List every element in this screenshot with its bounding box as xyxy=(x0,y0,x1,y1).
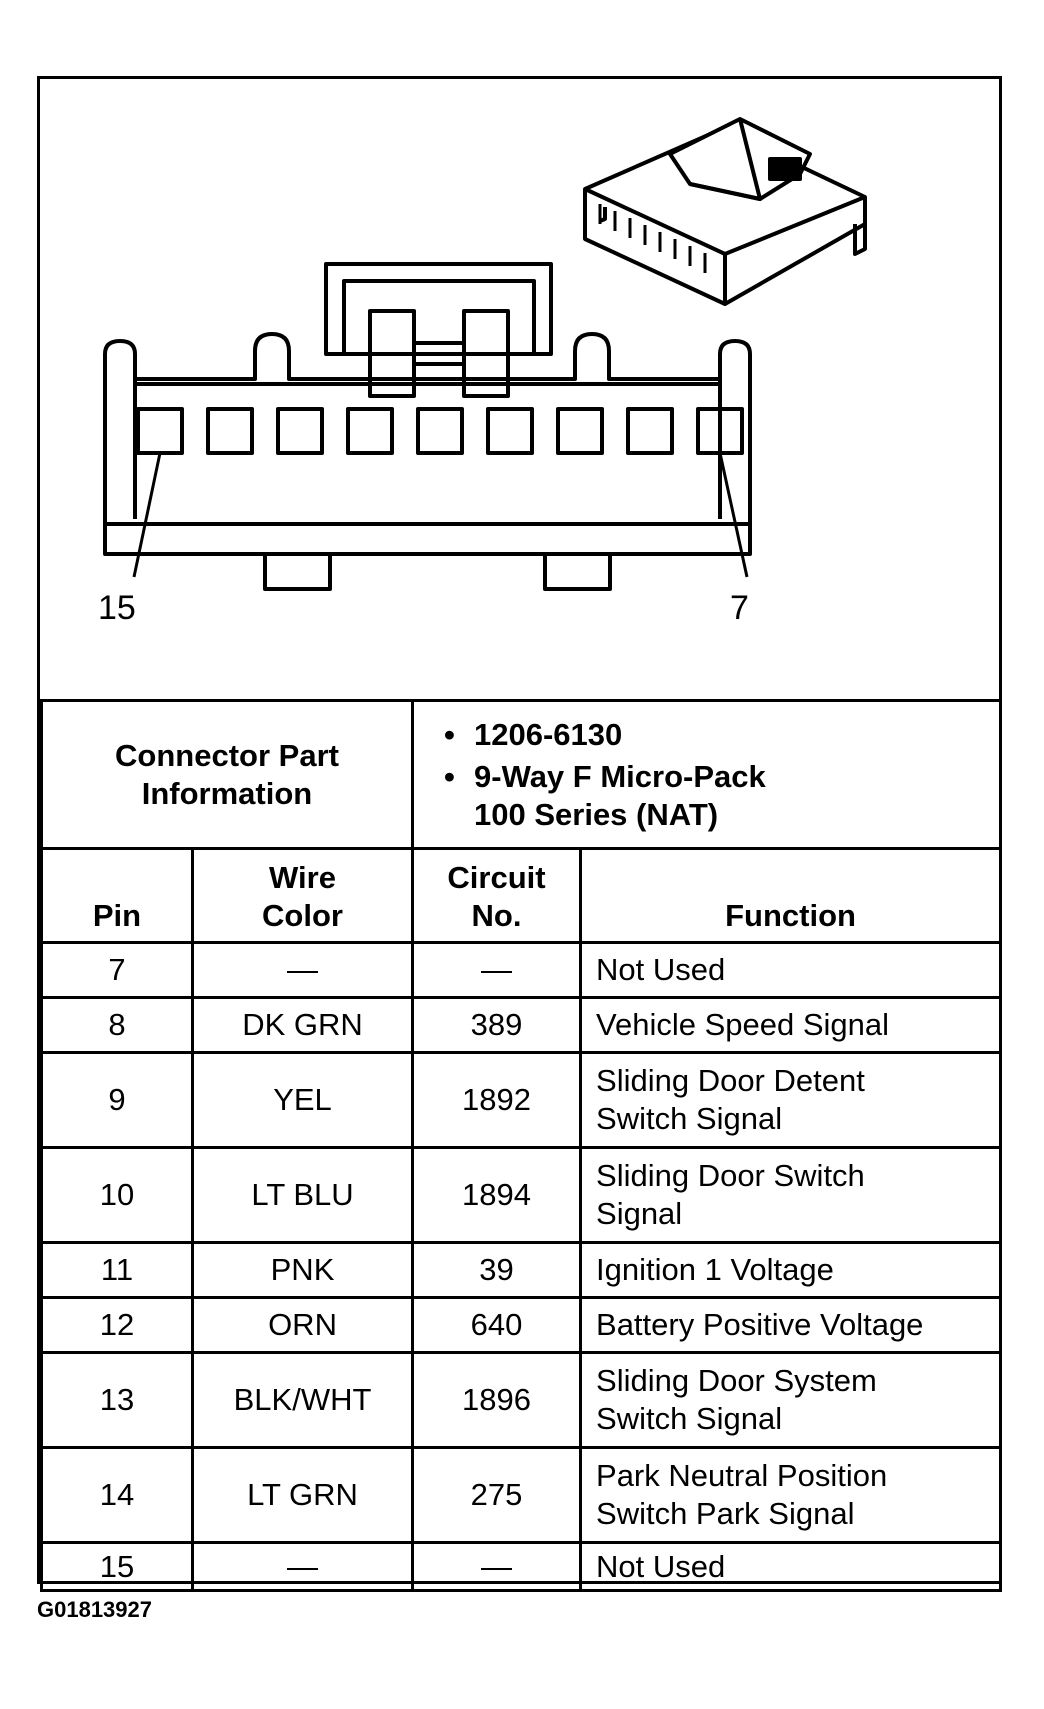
header-pin: Pin xyxy=(40,847,194,944)
cell-function: Not Used xyxy=(579,1541,1003,1592)
cell-circuit: 640 xyxy=(411,1296,583,1354)
connector-body xyxy=(103,332,752,556)
cell-pin: 9 xyxy=(40,1051,194,1149)
table-row: 11 PNK 39 Ignition 1 Voltage xyxy=(40,1241,1003,1299)
cell-pin: 10 xyxy=(40,1146,194,1244)
table-row: 8 DK GRN 389 Vehicle Speed Signal xyxy=(40,996,1003,1054)
connector-info-row: Connector Part Information 1206-6130 9-W… xyxy=(39,699,1003,850)
connector-drawing: 15 7 xyxy=(98,117,867,627)
cell-wire-color: — xyxy=(190,941,415,999)
cell-wire-color: — xyxy=(190,1541,415,1592)
figure-code: G01813927 xyxy=(37,1597,152,1622)
cell-pin: 11 xyxy=(40,1241,194,1299)
cell-circuit: 1894 xyxy=(411,1146,583,1244)
table-row: 12 ORN 640 Battery Positive Voltage xyxy=(40,1296,1003,1354)
cell-pin: 14 xyxy=(40,1446,194,1544)
cell-function: Vehicle Speed Signal xyxy=(579,996,1003,1054)
pin-label-15: 15 xyxy=(98,589,136,627)
pin-cavities xyxy=(136,407,744,455)
connector-info-label: Connector Part Information xyxy=(39,699,415,850)
diagram-frame: 15 7 xyxy=(37,76,1003,1592)
cell-wire-color: PNK xyxy=(190,1241,415,1299)
cell-function: Battery Positive Voltage xyxy=(579,1296,1003,1354)
cell-wire-color: ORN xyxy=(190,1296,415,1354)
connector-pinout-table: Connector Part Information 1206-6130 9-W… xyxy=(39,699,1003,1592)
table-row: 7 — — Not Used xyxy=(40,941,1003,999)
cell-function: Ignition 1 Voltage xyxy=(579,1241,1003,1299)
table-row: 15 — — Not Used xyxy=(40,1541,1003,1592)
header-function: Function xyxy=(579,847,1003,944)
cell-function: Not Used xyxy=(579,941,1003,999)
cell-wire-color: DK GRN xyxy=(190,996,415,1054)
cell-pin: 8 xyxy=(40,996,194,1054)
cell-circuit: 39 xyxy=(411,1241,583,1299)
cell-wire-color: BLK/WHT xyxy=(190,1351,415,1449)
connector-lock-tab xyxy=(324,262,553,398)
cell-pin: 7 xyxy=(40,941,194,999)
cell-circuit: — xyxy=(411,941,583,999)
cell-circuit: 1896 xyxy=(411,1351,583,1449)
cell-circuit: 275 xyxy=(411,1446,583,1544)
connector-isometric-icon xyxy=(583,117,867,306)
cell-wire-color: YEL xyxy=(190,1051,415,1149)
cell-pin: 15 xyxy=(40,1541,194,1592)
cell-pin: 13 xyxy=(40,1351,194,1449)
cell-circuit: 1892 xyxy=(411,1051,583,1149)
part-number: 1206-6130 xyxy=(444,716,999,754)
cell-pin: 12 xyxy=(40,1296,194,1354)
pin-label-7: 7 xyxy=(730,589,749,627)
cell-circuit: — xyxy=(411,1541,583,1592)
cell-circuit: 389 xyxy=(411,996,583,1054)
cell-wire-color: LT BLU xyxy=(190,1146,415,1244)
cell-wire-color: LT GRN xyxy=(190,1446,415,1544)
